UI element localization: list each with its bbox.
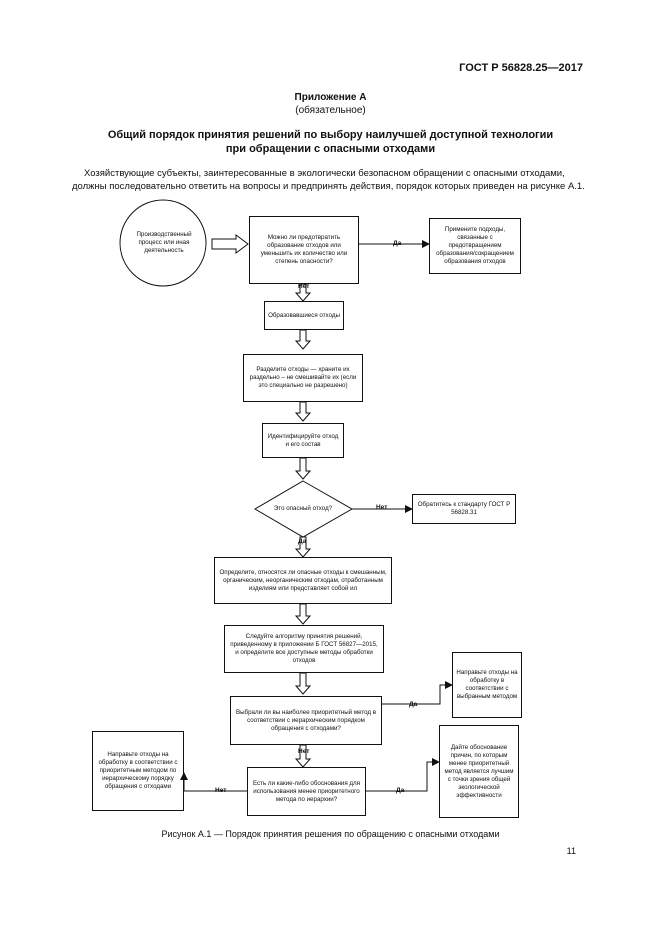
appendix-title: Приложение А [294, 92, 367, 103]
start-circle [119, 199, 207, 287]
main-title: Общий порядок принятия решений по выбору… [0, 128, 661, 156]
main-title-line2: при обращении с опасными отходами [225, 143, 436, 155]
refer-standard-box: Обратитесь к стандарту ГОСТ Р 56828.31 [412, 494, 516, 524]
page-number: 11 [566, 846, 576, 856]
hollow-arrow [294, 603, 312, 625]
follow-algorithm-box: Следуйте алгоритму принятия решений, при… [224, 625, 384, 673]
label-no: Нет [298, 748, 310, 755]
classify-waste-box: Определите, относятся ли опасные отходы … [214, 557, 392, 604]
prevention-approach-box: Примените подходы, связанные с предотвра… [429, 218, 521, 274]
label-no: Нет [376, 504, 388, 511]
hollow-arrow [294, 401, 312, 422]
hollow-arrow [294, 536, 312, 558]
label-no: Нет [298, 283, 310, 290]
standard-number: ГОСТ Р 56828.25—2017 [459, 62, 583, 74]
hollow-arrow [294, 283, 312, 302]
send-to-priority-method-box: Направьте отходы на обработку в соответс… [92, 731, 184, 811]
label-yes: Да [409, 701, 418, 708]
hollow-arrow [211, 234, 249, 254]
justification-question: Есть ли какие-либо обоснования для испол… [247, 767, 366, 816]
generated-waste-box: Образовавшиеся отходы [264, 301, 344, 330]
label-yes: Да [393, 240, 402, 247]
label-no: Нет [215, 787, 227, 794]
label-yes: Да [298, 538, 307, 545]
main-title-line1: Общий порядок принятия решений по выбору… [107, 129, 554, 141]
identify-waste-box: Идентифицируйте отход и его состав [262, 423, 344, 458]
figure-caption: Рисунок А.1 — Порядок принятия решения п… [161, 829, 500, 839]
priority-method-question: Выбрали ли вы наиболее приоритетный мето… [230, 696, 382, 745]
prevention-question: Можно ли предотвратить образование отход… [249, 216, 359, 284]
intro-paragraph: Хозяйствующие субъекты, заинтересованные… [72, 168, 585, 192]
hollow-arrow [294, 457, 312, 480]
hollow-arrow [294, 329, 312, 350]
label-yes: Да [396, 787, 405, 794]
hazardous-question: Это опасный отход? [273, 505, 333, 512]
give-justification-box: Дайте обоснование причин, по которым мен… [439, 725, 519, 818]
send-to-chosen-method-box: Направьте отходы на обработку в соответс… [452, 652, 522, 718]
appendix-subtitle: (обязательное) [295, 105, 366, 116]
decision-diamond [254, 480, 354, 538]
start-process: Производственный процесс или иная деятел… [136, 231, 192, 254]
hollow-arrow [294, 744, 312, 768]
separate-waste-box: Разделите отходы — храните их раздельно … [243, 354, 363, 402]
hollow-arrow [294, 672, 312, 695]
